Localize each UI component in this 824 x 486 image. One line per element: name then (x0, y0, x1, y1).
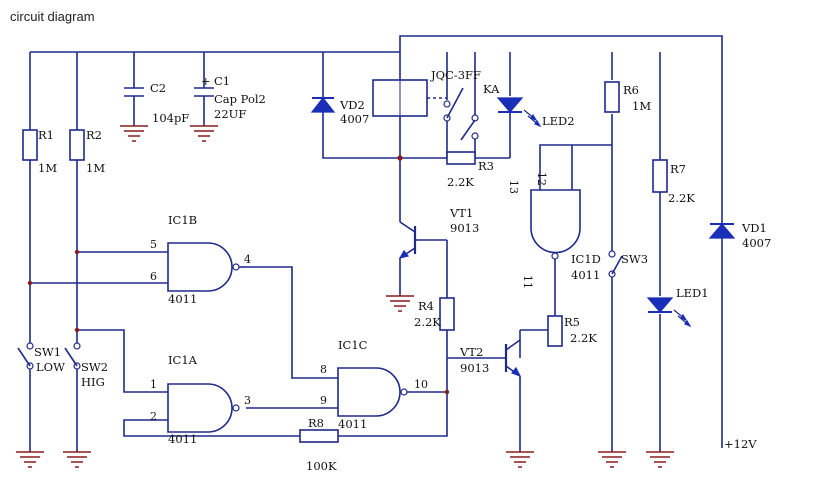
r1-value: 1M (38, 161, 57, 175)
ground-icon (190, 125, 218, 142)
ic1c-value: 4011 (338, 417, 367, 431)
relay-contacts (443, 87, 479, 141)
c1-plus: + (201, 74, 211, 88)
r6-value: 1M (632, 99, 651, 113)
led2-label: LED2 (542, 114, 575, 128)
ic1b-label: IC1B (168, 213, 197, 227)
ic1d-label: IC1D (571, 252, 601, 266)
r4-label: R4 (418, 299, 434, 313)
ic1d-pin11: 11 (521, 275, 534, 289)
led-led1: LED1 (646, 286, 709, 328)
gate-ic1b: IC1B 4011 5 6 4 (150, 213, 251, 306)
vt2-value: 9013 (460, 361, 489, 375)
ic1c-pin9: 9 (320, 394, 327, 407)
c1-value: 22UF (214, 107, 246, 121)
r5-value: 2.2K (570, 331, 597, 345)
resistor-r3: R3 2.2K (446, 151, 494, 189)
ground-icon (63, 451, 91, 468)
r7-value: 2.2K (668, 191, 695, 205)
ground-icon (386, 295, 414, 312)
ic1c-pin8: 8 (320, 363, 327, 376)
resistor-r8: R8 100K (299, 416, 339, 473)
page-title: circuit diagram (10, 9, 95, 24)
ground-symbols (16, 125, 674, 468)
gate-ic1a: IC1A 4011 1 2 3 (150, 353, 251, 446)
resistor-r4: R4 2.2K (414, 297, 455, 331)
c2-value: 104pF (152, 111, 189, 125)
junction-dots (27, 155, 450, 395)
switch-sw1: SW1 LOW (17, 342, 65, 374)
sw1-label: SW1 (34, 345, 61, 359)
sw3-label: SW3 (621, 252, 648, 266)
ic1a-pin3: 3 (244, 394, 251, 407)
transistor-vt2: VT2 9013 (459, 339, 522, 378)
r7-label: R7 (670, 162, 686, 176)
r1-label: R1 (38, 128, 54, 142)
diode-vd2: VD2 4007 (310, 97, 369, 126)
ic1b-pin4: 4 (244, 253, 251, 266)
ic1b-pin5: 5 (150, 238, 157, 251)
vd1-value: 4007 (742, 236, 771, 250)
r5-label: R5 (564, 315, 580, 329)
r8-label: R8 (308, 416, 324, 430)
resistor-r2: R2 1M (69, 128, 105, 175)
resistor-r7: R7 2.2K (652, 159, 695, 205)
ground-icon (16, 451, 44, 468)
led1-label: LED1 (676, 286, 709, 300)
vt1-label: VT1 (449, 206, 473, 220)
vd2-value: 4007 (340, 112, 369, 126)
ic1d-pin13: 13 (507, 180, 520, 194)
r2-value: 1M (86, 161, 105, 175)
ic1b-value: 4011 (168, 292, 197, 306)
ic1c-label: IC1C (338, 338, 368, 352)
c2-label: C2 (150, 81, 166, 95)
r8-value: 100K (306, 459, 337, 473)
r4-value: 2.2K (414, 315, 441, 329)
ic1a-value: 4011 (168, 432, 197, 446)
ground-icon (598, 451, 626, 468)
capacitor-c1: + C1 Cap Pol2 22UF (194, 74, 266, 121)
ic1a-pin1: 1 (150, 378, 157, 391)
r2-label: R2 (86, 128, 102, 142)
ka-label: KA (483, 82, 500, 96)
r3-value: 2.2K (447, 175, 474, 189)
relay-label: JQC-3FF (430, 68, 481, 82)
r6-label: R6 (623, 83, 639, 97)
ground-icon (120, 125, 148, 142)
capacitor-c2: C2 104pF (124, 81, 189, 125)
led-led2: LED2 (496, 97, 575, 128)
sw1-name: LOW (36, 360, 65, 374)
vd1-label: VD1 (741, 221, 767, 235)
gate-ic1d: IC1D 4011 13 12 11 (507, 172, 601, 289)
vd2-label: VD2 (339, 98, 365, 112)
ic1d-value: 4011 (571, 268, 600, 282)
ic1b-pin6: 6 (150, 270, 157, 283)
wires (29, 35, 723, 452)
r3-label: R3 (478, 159, 494, 173)
vt2-label: VT2 (459, 345, 483, 359)
ground-icon (506, 451, 534, 468)
switch-sw3: SW3 (608, 250, 648, 278)
vt1-value: 9013 (450, 221, 479, 235)
resistor-r6: R6 1M (604, 81, 651, 113)
ic1d-pin12: 12 (535, 172, 548, 186)
relay-coil: JQC-3FF KA (372, 68, 500, 117)
resistor-r5: R5 2.2K (547, 315, 597, 347)
ic1c-pin10: 10 (414, 378, 428, 391)
c1-type: Cap Pol2 (214, 92, 266, 106)
resistor-r1: R1 1M (22, 128, 57, 175)
gate-ic1c: IC1C 4011 8 9 10 (320, 338, 428, 431)
supply-label: +12V (724, 437, 757, 451)
ground-icon (646, 451, 674, 468)
sw2-name: HIG (81, 375, 105, 389)
transistor-vt1: VT1 9013 (398, 206, 479, 259)
ic1a-pin2: 2 (150, 410, 157, 423)
ic1a-label: IC1A (168, 353, 198, 367)
c1-label: C1 (214, 74, 230, 88)
switch-sw2: SW2 HIG (64, 342, 108, 389)
diode-vd1: VD1 4007 (708, 221, 771, 250)
sw2-label: SW2 (81, 360, 108, 374)
